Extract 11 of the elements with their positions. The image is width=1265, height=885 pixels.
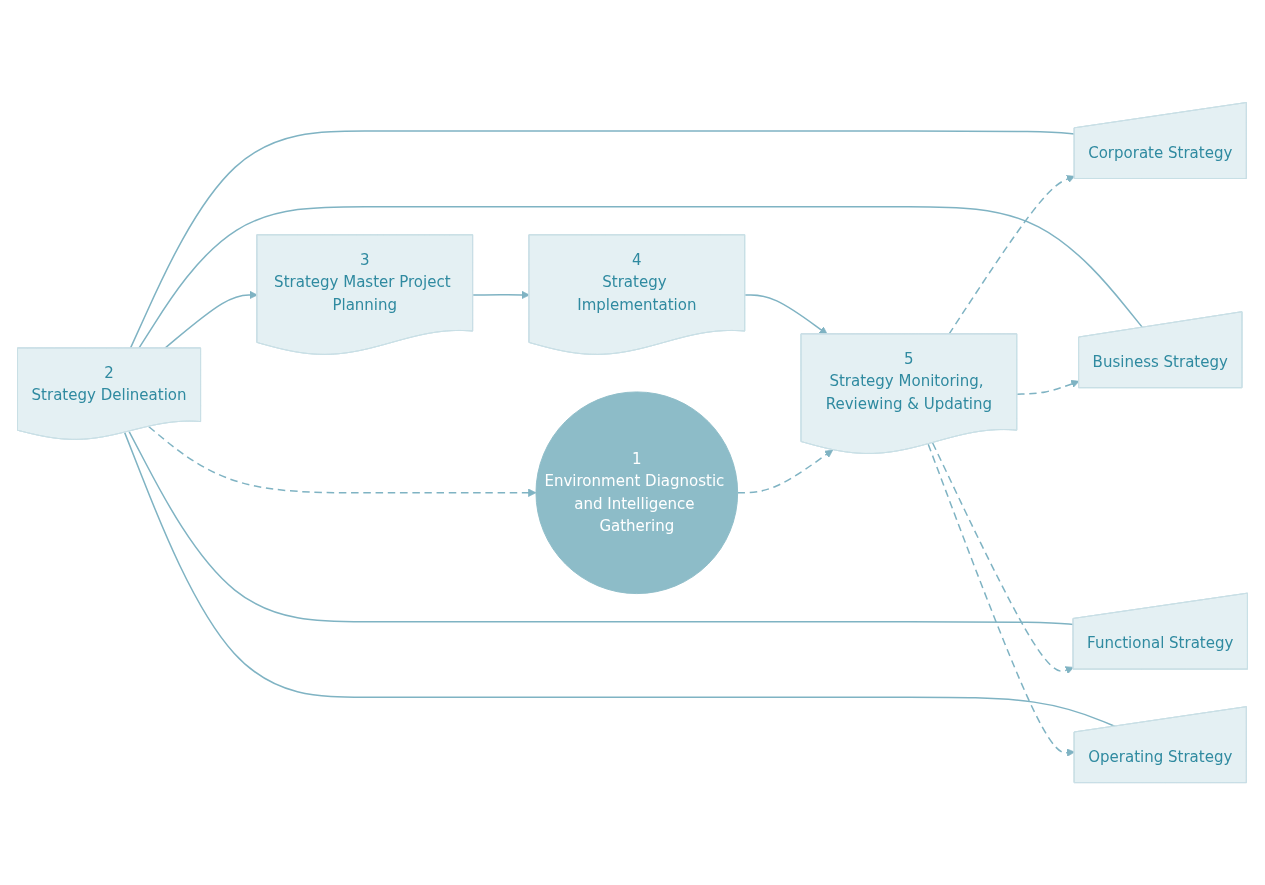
arrow	[736, 449, 834, 494]
connector	[123, 431, 1117, 728]
arrow	[931, 442, 1074, 674]
arrow	[472, 290, 530, 299]
arrow	[148, 425, 537, 497]
arrow	[948, 175, 1075, 335]
connector	[128, 430, 1075, 626]
node-circle: 1 Environment Diagnostic and Intelligence Gathering	[535, 391, 739, 594]
arrow	[927, 443, 1075, 757]
arrow	[744, 294, 828, 335]
arrow	[1016, 379, 1080, 395]
